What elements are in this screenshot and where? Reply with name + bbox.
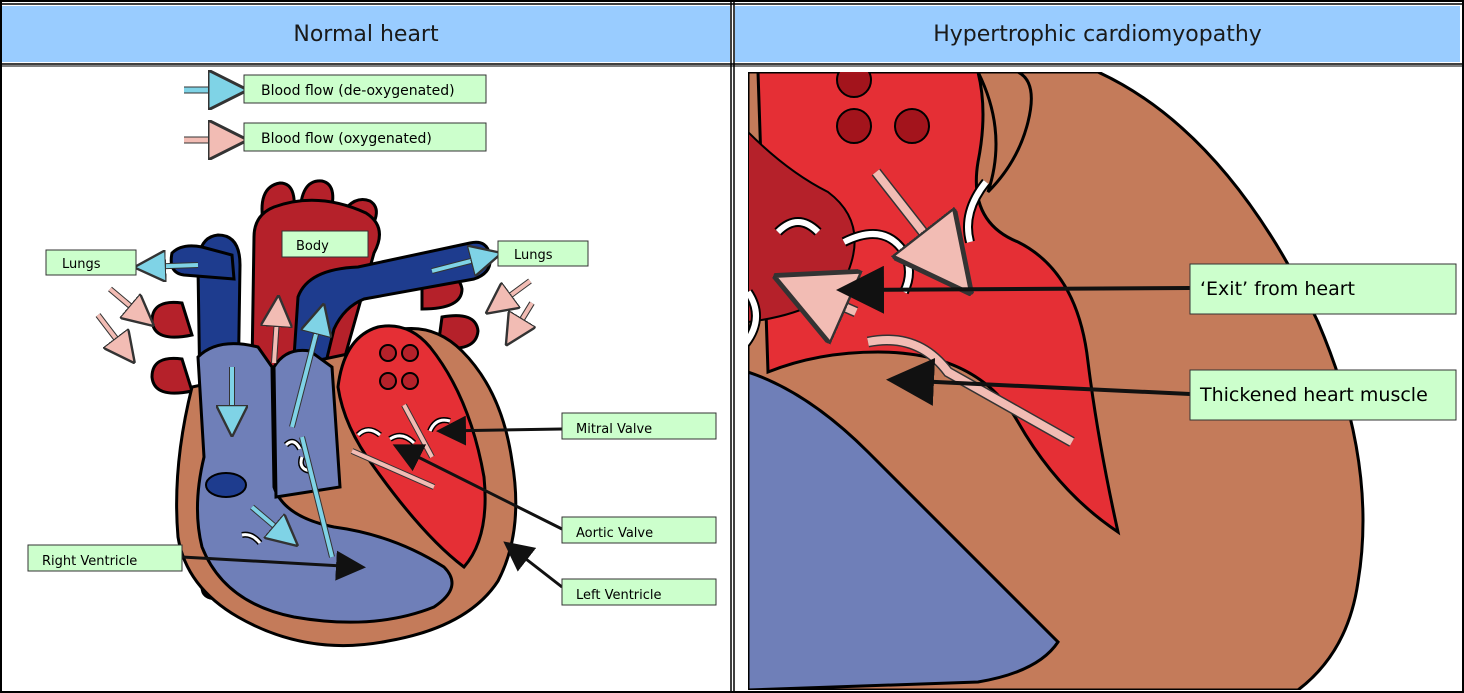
label-right-ventricle-text: Right Ventricle	[42, 554, 137, 569]
label-lungs-left: Lungs	[46, 250, 136, 275]
legend-deoxygenated: Blood flow (de-oxygenated)	[184, 75, 486, 103]
label-exit-from-heart: ‘Exit’ from heart	[1190, 264, 1456, 314]
label-left-ventricle: Left Ventricle	[562, 579, 716, 605]
label-body: Body	[282, 231, 368, 257]
label-lungs-right-text: Lungs	[514, 248, 553, 263]
label-mitral-valve: Mitral Valve	[562, 413, 716, 439]
label-thickened-heart-muscle: Thickened heart muscle	[1190, 370, 1456, 420]
legend-oxygenated-label: Blood flow (oxygenated)	[261, 131, 432, 147]
header-hypertrophic-cardiomyopathy: Hypertrophic cardiomyopathy	[735, 6, 1460, 62]
label-aortic-valve-text: Aortic Valve	[576, 526, 653, 541]
label-lungs-right: Lungs	[498, 241, 588, 266]
header-normal-heart: Normal heart	[2, 6, 730, 62]
label-right-ventricle: Right Ventricle	[28, 545, 182, 571]
legend-oxygenated: Blood flow (oxygenated)	[184, 123, 486, 151]
hcm-diagram: ‘Exit’ from heart Thickened heart muscle	[748, 72, 1458, 690]
label-lungs-left-text: Lungs	[62, 257, 101, 272]
label-thickened-heart-muscle-text: Thickened heart muscle	[1199, 384, 1428, 406]
normal-heart-diagram: Blood flow (de-oxygenated) Blood flow (o…	[2, 67, 730, 692]
legend-deoxygenated-label: Blood flow (de-oxygenated)	[261, 83, 455, 99]
label-exit-from-heart-text: ‘Exit’ from heart	[1200, 278, 1355, 300]
label-left-ventricle-text: Left Ventricle	[576, 588, 662, 603]
label-body-text: Body	[296, 239, 329, 254]
label-mitral-valve-text: Mitral Valve	[576, 422, 652, 437]
label-aortic-valve: Aortic Valve	[562, 517, 716, 543]
